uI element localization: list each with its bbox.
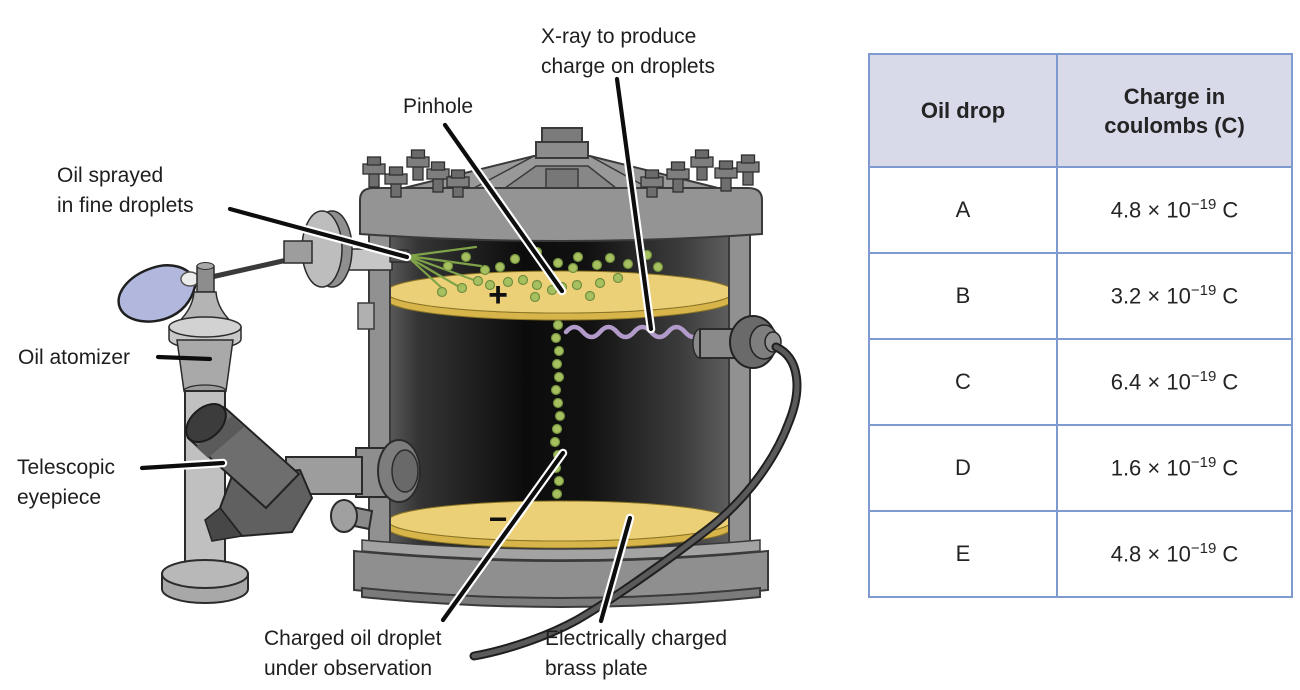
oil-drop-cell: C <box>868 338 1058 426</box>
label-oil-sprayed-line1: Oil sprayed <box>57 164 164 187</box>
label-telescopic-line1: Telescopic <box>17 456 116 479</box>
xray-wave <box>563 324 705 340</box>
charge-cell: 4.8 × 10−19 C <box>1056 166 1293 254</box>
apparatus-illustration: + − <box>117 74 802 661</box>
label-oil-sprayed-line2: in fine droplets <box>57 194 194 217</box>
chamber-base <box>353 539 769 608</box>
leader-telescopic <box>139 460 226 471</box>
label-telescopic-line2: eyepiece <box>17 486 102 509</box>
lid-bolts <box>362 149 760 198</box>
oil-spray-lines <box>406 245 483 292</box>
label-pinhole: Pinhole <box>403 95 474 118</box>
leader-brass-plate <box>598 515 633 624</box>
atomizer-rod <box>206 255 297 281</box>
leader-pinhole <box>442 122 565 294</box>
focus-knob <box>330 499 358 533</box>
table-row: C 6.4 × 10−19 C <box>868 338 1293 426</box>
atomizer-bulb <box>117 264 198 323</box>
table-header-oil-drop: Oil drop <box>868 53 1058 168</box>
table-row: B 3.2 × 10−19 C <box>868 252 1293 340</box>
table-header-charge: Charge in coulombs (C) <box>1056 53 1293 168</box>
label-charged-droplet: Charged oil droplet under observation <box>264 624 441 684</box>
leader-oil-atomizer <box>155 354 213 362</box>
label-brass-plate: Electrically charged brass plate <box>545 624 727 684</box>
table-row: E 4.8 × 10−19 C <box>868 510 1293 598</box>
telescopic-eyepiece <box>185 402 421 542</box>
label-xray-line2: charge on droplets <box>541 55 715 78</box>
leader-lines <box>137 74 656 626</box>
label-brass-plate-line1: Electrically charged <box>545 627 728 650</box>
bottom-brass-plate <box>387 500 733 549</box>
bottom-plate-minus-sign: − <box>489 501 508 537</box>
oil-drop-charge-table: Oil drop Charge in coulombs (C) A 4.8 × … <box>868 53 1293 598</box>
table-header-charge-line1: Charge in <box>1123 83 1226 109</box>
oil-drop-cell: D <box>868 424 1058 512</box>
charge-cell: 6.4 × 10−19 C <box>1056 338 1293 426</box>
oil-drop-cell: B <box>868 252 1058 340</box>
label-charged-droplet-line1: Charged oil droplet <box>264 627 442 650</box>
label-telescopic-eyepiece: Telescopic eyepiece <box>17 453 115 513</box>
eyepiece-cap <box>185 402 227 444</box>
label-oil-atomizer: Oil atomizer <box>18 346 131 369</box>
label-charged-droplet-line2: under observation <box>264 657 433 680</box>
oil-drop-cell: E <box>868 510 1058 598</box>
table-row: A 4.8 × 10−19 C <box>868 166 1293 254</box>
charge-cell: 4.8 × 10−19 C <box>1056 510 1293 598</box>
top-plate-plus-sign: + <box>488 276 508 314</box>
chamber-lid <box>359 127 763 242</box>
table-header-charge-line2: coulombs (C) <box>1104 112 1245 138</box>
charge-cell: 3.2 × 10−19 C <box>1056 252 1293 340</box>
charge-cell: 1.6 × 10−19 C <box>1056 424 1293 512</box>
leader-xray <box>614 76 654 332</box>
leader-oil-sprayed <box>227 206 410 260</box>
label-xray-line1: X-ray to produce <box>541 25 697 48</box>
xray-source-connector <box>469 315 802 661</box>
top-brass-plate <box>385 270 735 321</box>
leader-charged-droplet <box>440 450 566 623</box>
label-xray: X-ray to produce charge on droplets <box>541 22 715 82</box>
atomizer-stand-base <box>161 559 249 589</box>
table-row: D 1.6 × 10−19 C <box>868 424 1293 512</box>
label-oil-sprayed: Oil sprayed in fine droplets <box>57 161 194 221</box>
label-brass-plate-line2: brass plate <box>545 657 648 680</box>
oil-drop-cell: A <box>868 166 1058 254</box>
